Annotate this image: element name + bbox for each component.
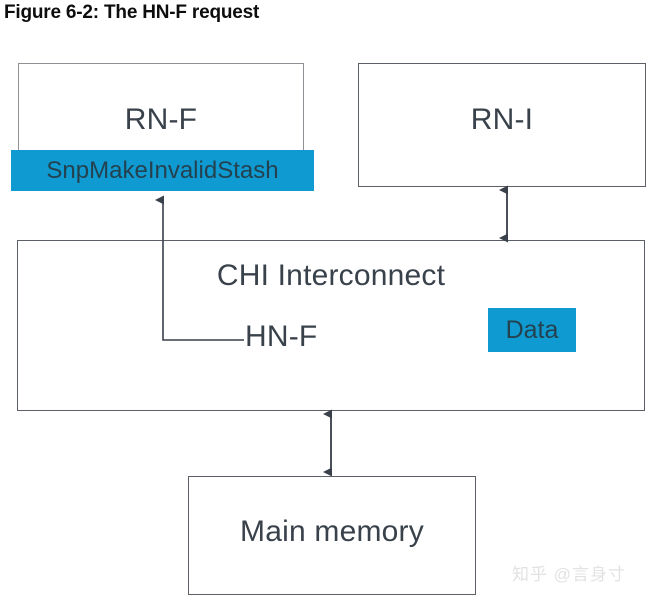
page-title: Figure 6-2: The HN-F request	[4, 2, 260, 23]
node-label-rn-i: RN-I	[470, 103, 534, 136]
highlight-data-message: Data	[488, 308, 576, 352]
node-box-rn-i	[358, 63, 646, 187]
node-label-main-memory: Main memory	[240, 515, 424, 548]
node-box-main-memory	[188, 476, 476, 595]
highlight-snoop-message: SnpMakeInvalidStash	[11, 150, 314, 191]
node-label-hn-f: HN-F	[245, 320, 318, 353]
watermark: 知乎 @言身寸	[512, 565, 626, 584]
node-label-rn-f: RN-F	[124, 103, 198, 136]
node-label-chi-interconnect: CHI Interconnect	[216, 259, 446, 292]
